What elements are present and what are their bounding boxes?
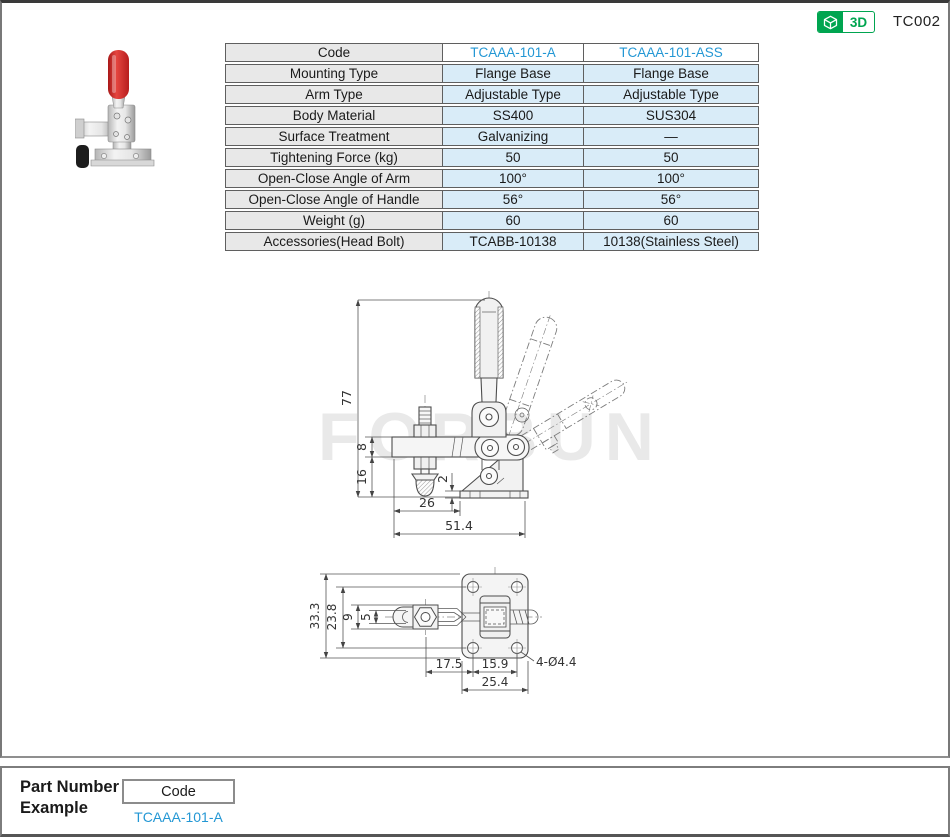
spec-value-col2: 50 [583,148,759,167]
dim-label-17-5: 17.5 [436,657,463,671]
product-photo [75,50,155,168]
top-view-drawing: 33.3 23.8 9 5 17.5 15.9 25.4 4-Ø4.4 [308,567,577,694]
front-view-drawing: 77 8 16 2 26 51.4 [339,291,628,538]
page-frame [0,0,950,758]
spec-value-col1: 60 [442,211,584,230]
cube-3d-icon [818,12,843,32]
dim-label-5: 5 [359,613,373,621]
part-number-title-line1: Part Number [20,778,120,796]
spec-value-col2: Flange Base [583,64,759,83]
spec-value-col2: 100° [583,169,759,188]
spec-value-col1: TCABB-10138 [442,232,584,251]
spec-value-col2: 60 [583,211,759,230]
spec-value-col1: TCAAA-101-A [442,43,584,62]
dim-label-16: 16 [354,469,369,485]
clamp-photo-shapes [75,50,155,168]
dim-label-9: 9 [341,613,355,621]
spec-row-label: Arm Type [225,85,443,104]
spec-row-label: Weight (g) [225,211,443,230]
example-code: TCAAA-101-A [134,809,223,825]
spec-value-col2: TCAAA-101-ASS [583,43,759,62]
dim-label-51-4: 51.4 [445,518,473,533]
part-number-section: Part Number Example Code TCAAA-101-A [0,766,950,837]
spec-value-col2: — [583,127,759,146]
part-number-title-line2: Example [20,799,88,817]
spec-row-label: Open-Close Angle of Arm [225,169,443,188]
spec-value-col2: SUS304 [583,106,759,125]
spec-value-col1: Galvanizing [442,127,584,146]
dim-label-2: 2 [435,475,450,483]
spec-value-col1: SS400 [442,106,584,125]
spec-value-col1: Adjustable Type [442,85,584,104]
dim-label-26: 26 [419,495,435,510]
spec-value-col1: 50 [442,148,584,167]
spec-row-label: Surface Treatment [225,127,443,146]
part-number-title: Part Number Example [20,777,119,819]
spec-value-col2: 10138(Stainless Steel) [583,232,759,251]
dim-label-15-9: 15.9 [482,657,509,671]
catalog-code: TC002 [893,13,941,30]
badge-3d[interactable]: 3D [817,11,875,33]
dim-label-23-8: 23.8 [325,604,339,631]
spec-value-col1: 56° [442,190,584,209]
spec-row-label: Code [225,43,443,62]
dim-label-8: 8 [354,443,369,451]
dim-label-33-3: 33.3 [308,603,322,630]
spec-row-label: Body Material [225,106,443,125]
badge-3d-label: 3D [849,14,868,30]
dim-label-77: 77 [339,390,354,406]
spec-value-col2: Adjustable Type [583,85,759,104]
spec-row-label: Tightening Force (kg) [225,148,443,167]
spec-value-col1: Flange Base [442,64,584,83]
dim-label-holes: 4-Ø4.4 [536,655,577,669]
dim-label-25-4: 25.4 [482,675,509,689]
spec-row-label: Mounting Type [225,64,443,83]
spec-value-col1: 100° [442,169,584,188]
spec-value-col2: 56° [583,190,759,209]
code-box: Code [122,779,235,804]
spec-row-label: Accessories(Head Bolt) [225,232,443,251]
spec-row-label: Open-Close Angle of Handle [225,190,443,209]
